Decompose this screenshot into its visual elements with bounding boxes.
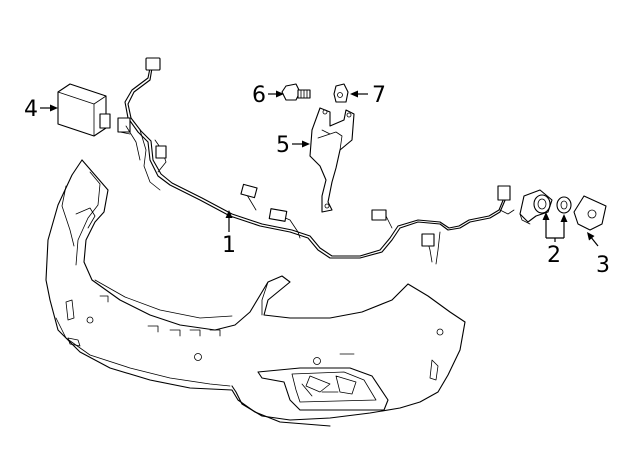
clip-nut	[333, 83, 349, 103]
callout-3: 3	[596, 253, 610, 278]
bolt	[281, 83, 311, 101]
callout-1: 1	[222, 233, 236, 258]
callout-2: 2	[547, 243, 561, 268]
callout-7: 7	[372, 83, 386, 108]
park-assist-sensor	[519, 189, 572, 225]
callout-arrows	[40, 90, 599, 247]
bumper-cover	[45, 159, 466, 427]
sensor-retainer	[573, 195, 607, 231]
callout-5: 5	[276, 133, 290, 158]
wiring-harness	[117, 57, 515, 265]
callout-6: 6	[252, 83, 266, 108]
callout-4: 4	[24, 97, 38, 122]
mounting-bracket	[309, 107, 355, 213]
control-module	[57, 83, 111, 137]
